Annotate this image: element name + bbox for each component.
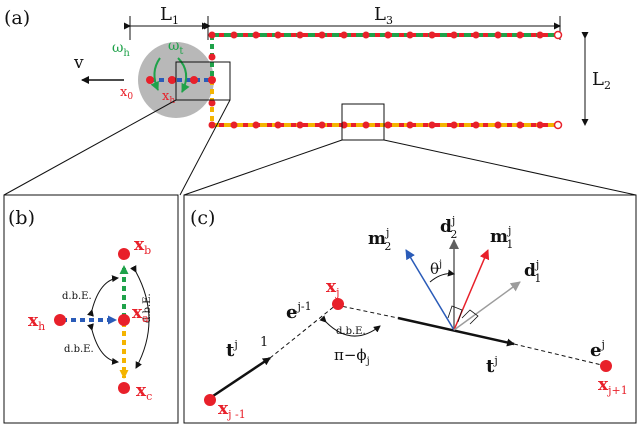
zoom-line-b-right: [179, 99, 231, 196]
xjm1-label: xj -1: [218, 399, 246, 421]
xc-label: xc: [136, 381, 152, 403]
zoom-line-c-right: [383, 139, 637, 196]
zoom-box-filament: [341, 103, 385, 141]
tj-left-label: tj: [226, 338, 238, 361]
top-beads: [208, 30, 563, 61]
right-angle-mark-1: [447, 305, 463, 323]
panel-c-label: (c): [190, 207, 215, 229]
dbe-label-b1: d.b.E.: [62, 291, 92, 302]
zoom-line-b-left: [3, 99, 177, 196]
bead-xh-b: [54, 314, 66, 326]
m2-vector: [405, 249, 455, 331]
angle-arc-hb: [87, 275, 119, 317]
omega-t-label: ωt: [168, 38, 183, 57]
ejm1-label: ej-1: [286, 300, 312, 323]
tangent-jm1-solid: [209, 356, 271, 400]
dbe-label-c: d.b.E.: [336, 326, 366, 337]
bottom-beads: [208, 99, 563, 130]
zoom-box-head: [175, 61, 231, 101]
bead-xjm1: [204, 394, 216, 406]
panel-a: (a) L1 L3 L2: [3, 4, 637, 196]
bead-xb: [118, 248, 130, 260]
theta-label: θj: [430, 259, 442, 278]
xa-label: xa: [132, 303, 149, 325]
bead-head-2: [190, 76, 198, 84]
bead-xa: [118, 314, 130, 326]
bead-xj: [332, 298, 344, 310]
x0-label: x0: [120, 85, 133, 102]
xjp1-label: xj+1: [598, 375, 628, 397]
bead-x0: [146, 76, 154, 84]
omega-t-arrow: [177, 57, 190, 93]
one-label: 1: [260, 335, 268, 350]
tj-right-label: tj: [486, 354, 498, 377]
panel-b-frame: [3, 194, 179, 424]
L1-label: L1: [160, 4, 179, 27]
piphi-label: π−ϕj: [334, 346, 370, 367]
edge-j-dashed-left: [335, 304, 399, 319]
xh-label-b: xh: [28, 311, 45, 333]
omega-h-label: ωh: [112, 40, 130, 59]
right-angle-mark-2: [461, 309, 479, 325]
angle-arc-bc: [130, 265, 150, 369]
L3-label: L3: [374, 4, 393, 27]
L2-label: L2: [592, 69, 611, 92]
tangent-j-solid: [397, 316, 515, 347]
velocity-label: v: [73, 53, 84, 73]
panel-a-label: (a): [4, 7, 30, 29]
dbe-label-b2: d.b.E.: [64, 344, 94, 355]
bead-xjp1: [600, 360, 612, 372]
ej-label: ej: [590, 338, 605, 361]
dbe-label-b3: d.b.E.: [142, 293, 153, 323]
bead-xc: [118, 382, 130, 394]
d1-vector: [453, 281, 521, 331]
panel-c-frame: [183, 194, 637, 424]
panel-b: (b) d.b.E. d.b.E. d.b.E. xb xa xh xc: [3, 194, 179, 424]
xj-label: xj: [326, 277, 340, 299]
edge-jm1-dashed: [269, 304, 337, 359]
zoom-line-c-left: [183, 139, 343, 196]
omega-h-arrow: [150, 57, 161, 91]
xb-label: xb: [134, 235, 151, 257]
angle-arc-hc: [87, 323, 119, 365]
bead-xh: [168, 76, 176, 84]
edge-j-dashed-right: [513, 343, 607, 367]
bead-junction: [208, 76, 216, 84]
angle-arc-piphi: [319, 315, 381, 337]
xh-label-a: xh: [162, 89, 175, 106]
theta-arc: [429, 269, 455, 283]
panel-b-label: (b): [8, 207, 35, 229]
